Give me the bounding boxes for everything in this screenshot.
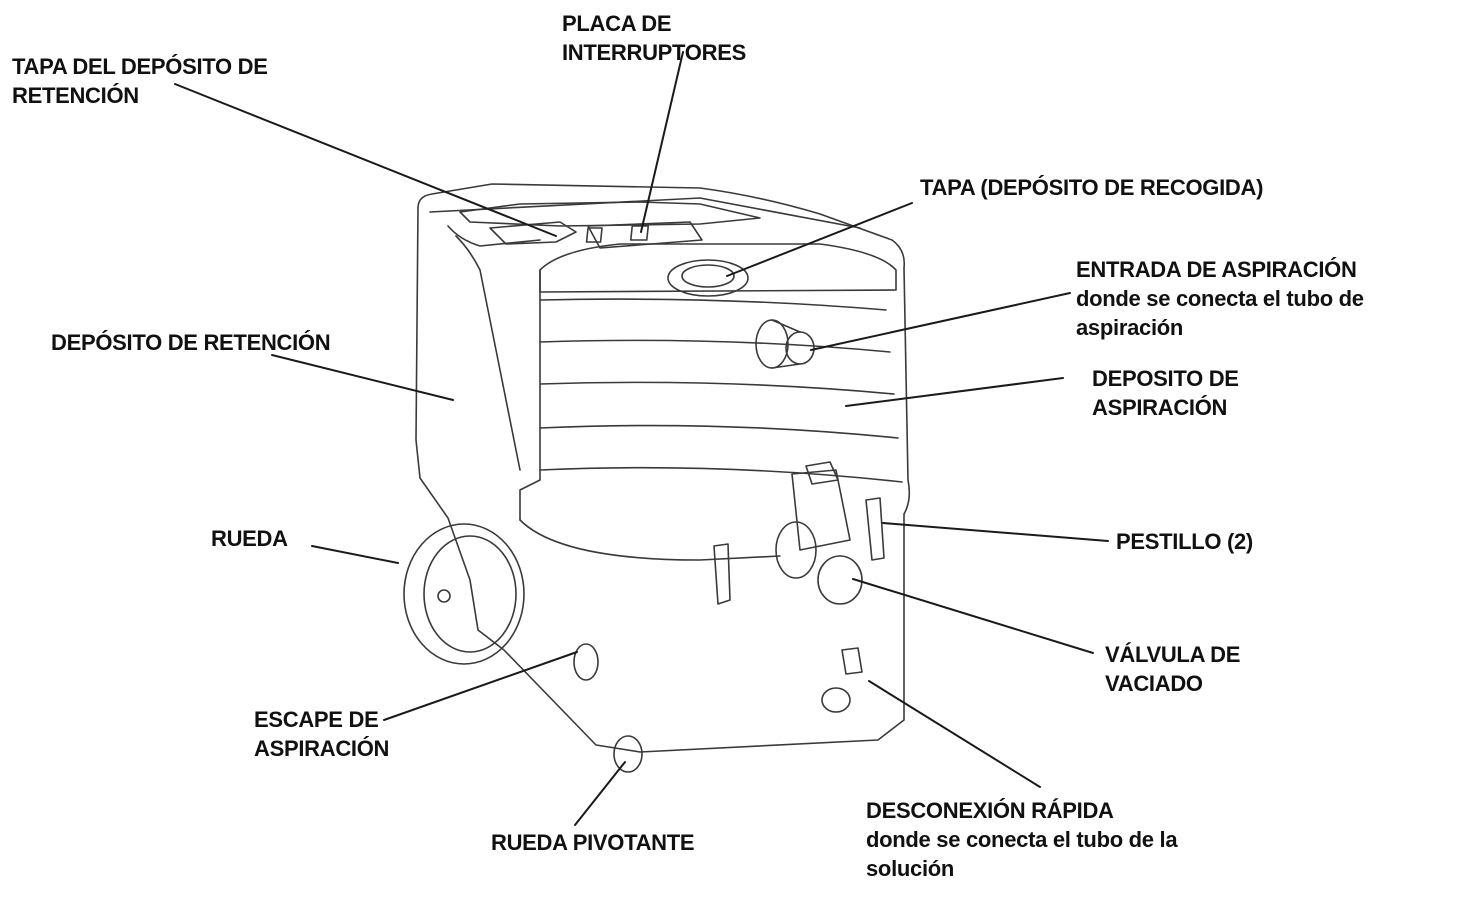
switch-plate-shape <box>587 221 703 249</box>
label-line: PLACA DE <box>562 11 672 36</box>
leader-entrada <box>810 292 1071 351</box>
switch-2 <box>629 225 650 241</box>
label-line: INTERRUPTORES <box>562 40 746 65</box>
handle-top <box>429 197 861 229</box>
label-line: TAPA DEL DEPÓSITO DE <box>12 54 268 79</box>
wheel <box>403 523 525 665</box>
label-placa-interruptores: PLACA DE INTERRUPTORES <box>562 9 746 67</box>
label-line: donde se conecta el tubo de <box>1076 286 1364 311</box>
leader-deposito-aspiracion <box>845 377 1064 407</box>
label-line: ASPIRACIÓN <box>254 736 390 761</box>
label-escape-aspiracion: ESCAPE DE ASPIRACIÓN <box>254 705 389 763</box>
recovery-upper-edge <box>539 243 897 293</box>
rib-3 <box>539 381 895 395</box>
label-line: VACIADO <box>1105 671 1203 696</box>
carpet-extractor-illustration <box>403 183 911 773</box>
rib-1 <box>539 298 887 311</box>
leader-rueda-pivotante <box>574 761 626 826</box>
label-line: RETENCIÓN <box>12 83 139 108</box>
label-line: TAPA (DEPÓSITO DE RECOGIDA) <box>920 175 1264 200</box>
rib-2 <box>539 339 891 353</box>
label-valvula-vaciado: VÁLVULA DE VACIADO <box>1105 640 1240 698</box>
label-line: donde se conecta el tubo de la <box>866 827 1178 852</box>
label-line: DEPOSITO DE <box>1092 366 1239 391</box>
label-line: aspiración <box>1076 315 1184 340</box>
label-line: solución <box>866 856 955 881</box>
handle-recess <box>459 201 761 227</box>
label-rueda: RUEDA <box>211 524 288 553</box>
label-entrada-aspiracion: ENTRADA DE ASPIRACIÓN donde se conecta e… <box>1076 255 1364 342</box>
label-rueda-pivotante: RUEDA PIVOTANTE <box>491 828 695 857</box>
retention-lid <box>489 221 577 245</box>
divider-line <box>519 269 541 521</box>
swivel-caster <box>613 735 643 773</box>
leader-desconexion <box>868 680 1041 788</box>
latch-right <box>865 497 885 561</box>
label-tapa-retencion: TAPA DEL DEPÓSITO DE RETENCIÓN <box>12 52 268 110</box>
label-line: ENTRADA DE ASPIRACIÓN <box>1076 257 1357 282</box>
leader-valvula <box>852 578 1094 654</box>
latch-left <box>713 543 731 605</box>
leader-placa <box>640 51 684 233</box>
label-deposito-aspiracion: DEPOSITO DE ASPIRACIÓN <box>1092 364 1239 422</box>
drain-valve-body <box>791 469 851 551</box>
label-line: ESCAPE DE <box>254 707 379 732</box>
rib-4 <box>539 424 899 439</box>
leader-deposito-retencion <box>271 354 454 401</box>
vacuum-inlet <box>785 331 815 365</box>
quick-disconnect <box>841 647 863 675</box>
switch-1 <box>585 227 603 243</box>
label-line: RUEDA <box>211 526 288 551</box>
exhaust-port <box>573 643 599 681</box>
leader-pestillo <box>882 522 1109 542</box>
label-line: PESTILLO (2) <box>1116 529 1253 554</box>
label-line: DEPÓSITO DE RETENCIÓN <box>51 330 331 355</box>
rib-5 <box>539 466 903 483</box>
recovery-lid-cap <box>667 259 749 297</box>
label-line: DESCONEXIÓN RÁPIDA <box>866 798 1114 823</box>
leader-rueda <box>311 545 399 564</box>
leader-lines <box>174 51 1109 826</box>
label-pestillo: PESTILLO (2) <box>1116 527 1253 556</box>
label-desconexion-rapida: DESCONEXIÓN RÁPIDA donde se conecta el t… <box>866 796 1178 883</box>
label-deposito-retencion: DEPÓSITO DE RETENCIÓN <box>51 328 331 357</box>
label-line: RUEDA PIVOTANTE <box>491 830 695 855</box>
label-line: VÁLVULA DE <box>1105 642 1241 667</box>
drain-valve-cap <box>817 555 863 605</box>
leader-tapa-recogida <box>726 202 913 277</box>
base-top-edge <box>519 519 781 561</box>
machine-body-outline <box>415 183 911 753</box>
label-tapa-recogida: TAPA (DEPÓSITO DE RECOGIDA) <box>920 173 1263 202</box>
leader-tapa-retencion <box>174 83 557 237</box>
leader-escape <box>383 651 578 721</box>
label-line: ASPIRACIÓN <box>1092 395 1228 420</box>
